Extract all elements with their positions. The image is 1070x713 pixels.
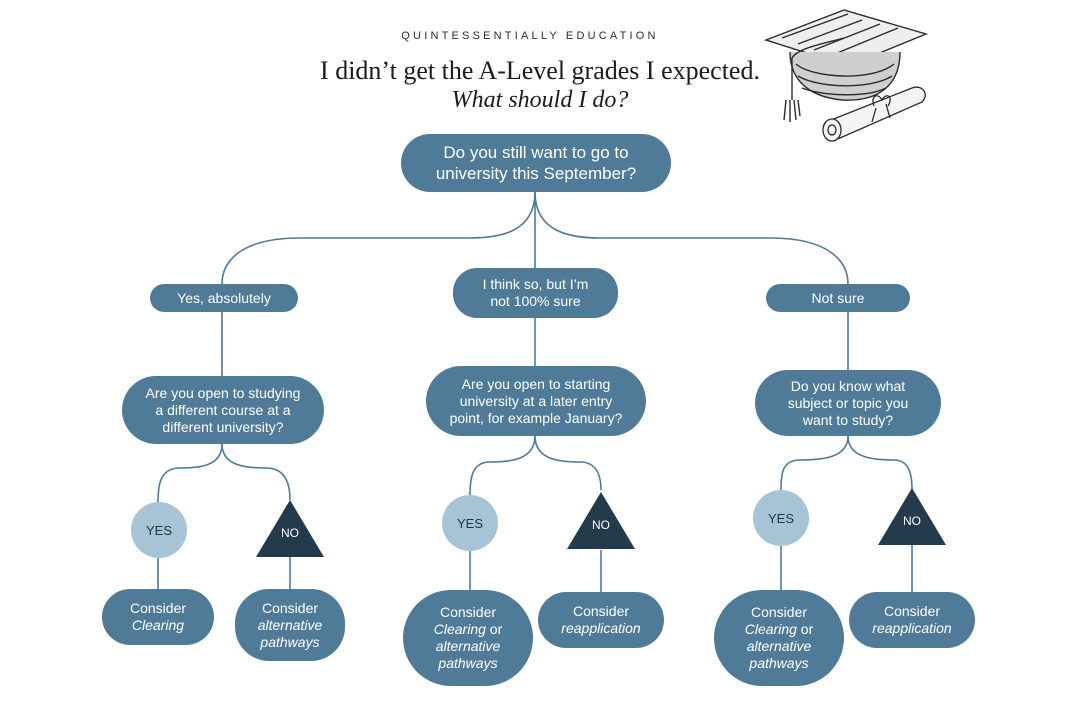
- question-text: Do you know what subject or topic you wa…: [787, 377, 909, 428]
- no-label: NO: [903, 514, 921, 528]
- result-option: Clearing: [433, 621, 486, 637]
- result-consider-clearing: Consider Clearing: [102, 589, 214, 645]
- page-subtitle: What should I do?: [451, 87, 629, 113]
- connector-q-right-no: [847, 435, 913, 491]
- yes-label: YES: [767, 510, 794, 526]
- answer-node-yes-absolutely: Yes, absolutely: [150, 284, 298, 312]
- connector-q-left-no: [221, 443, 291, 501]
- no-label: NO: [592, 518, 610, 532]
- triangle-shape: [878, 488, 946, 545]
- no-label: NO: [281, 526, 299, 540]
- result-prefix: Consider: [750, 604, 808, 620]
- connector-q-left-yes: [157, 443, 223, 503]
- answer-text: Yes, absolutely: [177, 289, 271, 306]
- no-triangle-right: NO: [878, 488, 946, 546]
- result-consider-clearing-or-pathways: Consider Clearing or alternative pathway…: [403, 590, 533, 686]
- yes-label: YES: [456, 515, 483, 531]
- answer-text: Not sure: [811, 289, 865, 306]
- result-consider-clearing-or-pathways: Consider Clearing or alternative pathway…: [714, 590, 844, 686]
- result-prefix: Consider: [129, 600, 187, 616]
- root-question-node: Do you still want to go to university th…: [401, 134, 671, 192]
- answer-text: I think so, but I’m not 100% sure: [482, 276, 589, 309]
- question-text: Are you open to starting university at a…: [449, 375, 623, 426]
- result-option: alternative: [257, 616, 323, 633]
- yes-circle-left: YES: [131, 502, 187, 558]
- result-option: pathways: [438, 655, 498, 671]
- result-connector-word: or: [485, 621, 503, 637]
- question-node-later-entry: Are you open to starting university at a…: [426, 366, 646, 436]
- no-triangle-left: NO: [256, 500, 324, 558]
- answer-node-not-sure: Not sure: [766, 284, 910, 312]
- answer-node-think-so: I think so, but I’m not 100% sure: [453, 268, 618, 318]
- question-text: Are you open to studying a different cou…: [145, 384, 301, 435]
- result-option: pathways: [260, 633, 320, 650]
- result-connector-word: or: [796, 621, 814, 637]
- graduation-cap-icon: [763, 9, 929, 142]
- connector-q-center-no: [534, 435, 602, 491]
- result-option: alternative: [746, 638, 812, 654]
- result-prefix: Consider: [883, 603, 941, 619]
- connector-q-center-yes: [469, 435, 536, 496]
- result-option: alternative: [435, 638, 501, 654]
- question-node-know-subject: Do you know what subject or topic you wa…: [755, 370, 941, 436]
- result-option-line: Clearing or: [745, 621, 813, 638]
- brand-name: QUINTESSENTIALLY EDUCATION: [401, 30, 659, 42]
- question-node-different-course: Are you open to studying a different cou…: [122, 376, 324, 444]
- result-consider-alternative-pathways: Consider alternative pathways: [235, 589, 345, 661]
- triangle-shape: [567, 492, 635, 549]
- connector-q-right-yes: [780, 435, 849, 491]
- connector-root-right: [534, 191, 849, 285]
- result-option: Clearing: [744, 621, 797, 637]
- triangle-shape: [256, 500, 324, 557]
- result-consider-reapplication: Consider reapplication: [849, 592, 975, 648]
- result-option: reapplication: [872, 620, 952, 636]
- yes-circle-center: YES: [442, 495, 498, 551]
- result-consider-reapplication: Consider reapplication: [538, 592, 664, 648]
- connector-root-left: [221, 191, 536, 285]
- page-title: I didn’t get the A-Level grades I expect…: [320, 56, 760, 85]
- yes-circle-right: YES: [753, 490, 809, 546]
- root-question-text: Do you still want to go to university th…: [435, 143, 637, 183]
- result-option: pathways: [749, 655, 809, 671]
- yes-label: YES: [145, 522, 172, 538]
- result-option-line: Clearing or: [434, 621, 502, 638]
- no-triangle-center: NO: [567, 492, 635, 550]
- result-prefix: Consider: [572, 603, 630, 619]
- result-option: reapplication: [561, 620, 641, 636]
- diploma-scroll-icon: [822, 86, 926, 142]
- result-prefix: Consider: [439, 604, 497, 620]
- result-option: Clearing: [131, 617, 185, 633]
- result-prefix: Consider: [261, 599, 319, 616]
